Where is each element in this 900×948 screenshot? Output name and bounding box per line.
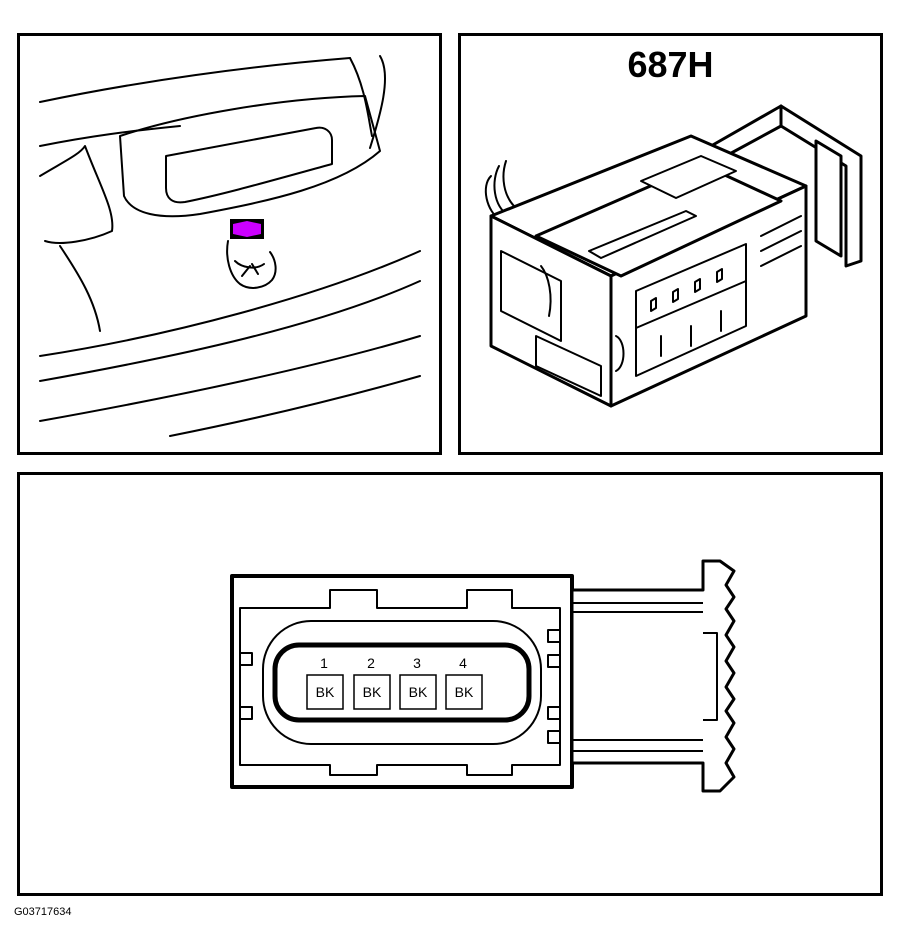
pin-number: 3 <box>413 655 421 671</box>
pin-number: 4 <box>459 655 467 671</box>
highlight-marker <box>233 221 261 237</box>
pin-box <box>306 674 344 710</box>
pin-number: 2 <box>367 655 375 671</box>
connector-latch <box>570 559 736 793</box>
pin-box <box>399 674 437 710</box>
pin-wire-color: BK <box>455 684 474 700</box>
pin-cavities: 1 BK 2 BK 3 BK 4 BK <box>306 655 483 710</box>
pin-cavity-2: 2 BK <box>353 655 391 710</box>
connector-isometric-drawing <box>484 104 863 408</box>
pin-cavity-1: 1 BK <box>306 655 344 710</box>
pin-cavity-4: 4 BK <box>445 655 483 710</box>
connector-id-label: 687H <box>627 44 714 85</box>
connector-view-panel: 687H <box>458 33 883 455</box>
pin-box <box>445 674 483 710</box>
pin-box <box>353 674 391 710</box>
location-view-panel <box>17 33 442 455</box>
pin-cavity-3: 3 BK <box>399 655 437 710</box>
connector-face-drawing: 1 BK 2 BK 3 BK 4 BK <box>230 559 736 793</box>
pin-wire-color: BK <box>409 684 428 700</box>
pin-wire-color: BK <box>316 684 335 700</box>
pin-wire-color: BK <box>363 684 382 700</box>
figure-code: G03717634 <box>14 906 72 918</box>
connector-location-highlight <box>233 221 261 237</box>
connector-face-panel: 1 BK 2 BK 3 BK 4 BK <box>17 472 883 896</box>
pin-number: 1 <box>320 655 328 671</box>
